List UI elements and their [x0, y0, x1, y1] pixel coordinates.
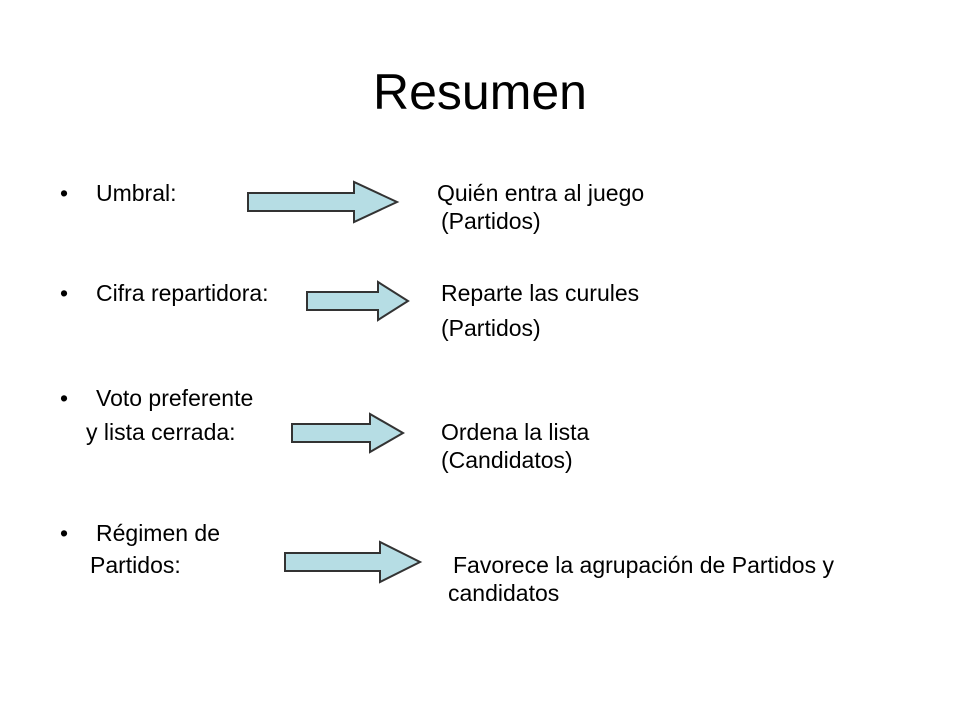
item-result: Quién entra al juego: [437, 180, 645, 206]
item-result: (Partidos): [441, 208, 541, 234]
item-label: Cifra repartidora:: [96, 280, 269, 306]
item-label: Partidos:: [90, 552, 181, 578]
item-label: Umbral:: [96, 180, 177, 206]
item-result: Favorece la agrupación de Partidos y: [453, 552, 834, 578]
item-result: (Partidos): [441, 315, 541, 341]
right-arrow-icon: [306, 280, 410, 322]
item-result: candidatos: [448, 580, 560, 606]
item-label: y lista cerrada:: [86, 419, 236, 445]
right-arrow-icon: [291, 412, 406, 454]
item-result: Ordena la lista: [441, 419, 590, 445]
bullet-glyph: •: [60, 385, 69, 411]
right-arrow-icon: [247, 180, 400, 224]
right-arrow-icon: [284, 540, 423, 584]
item-result: (Candidatos): [441, 447, 573, 473]
bullet-glyph: •: [60, 280, 69, 306]
item-label: Voto preferente: [96, 385, 254, 411]
item-result: Reparte las curules: [441, 280, 640, 306]
bullet-glyph: •: [60, 180, 69, 206]
slide-title: Resumen: [373, 64, 587, 120]
bullet-glyph: •: [60, 520, 69, 546]
item-label: Régimen de: [96, 520, 221, 546]
